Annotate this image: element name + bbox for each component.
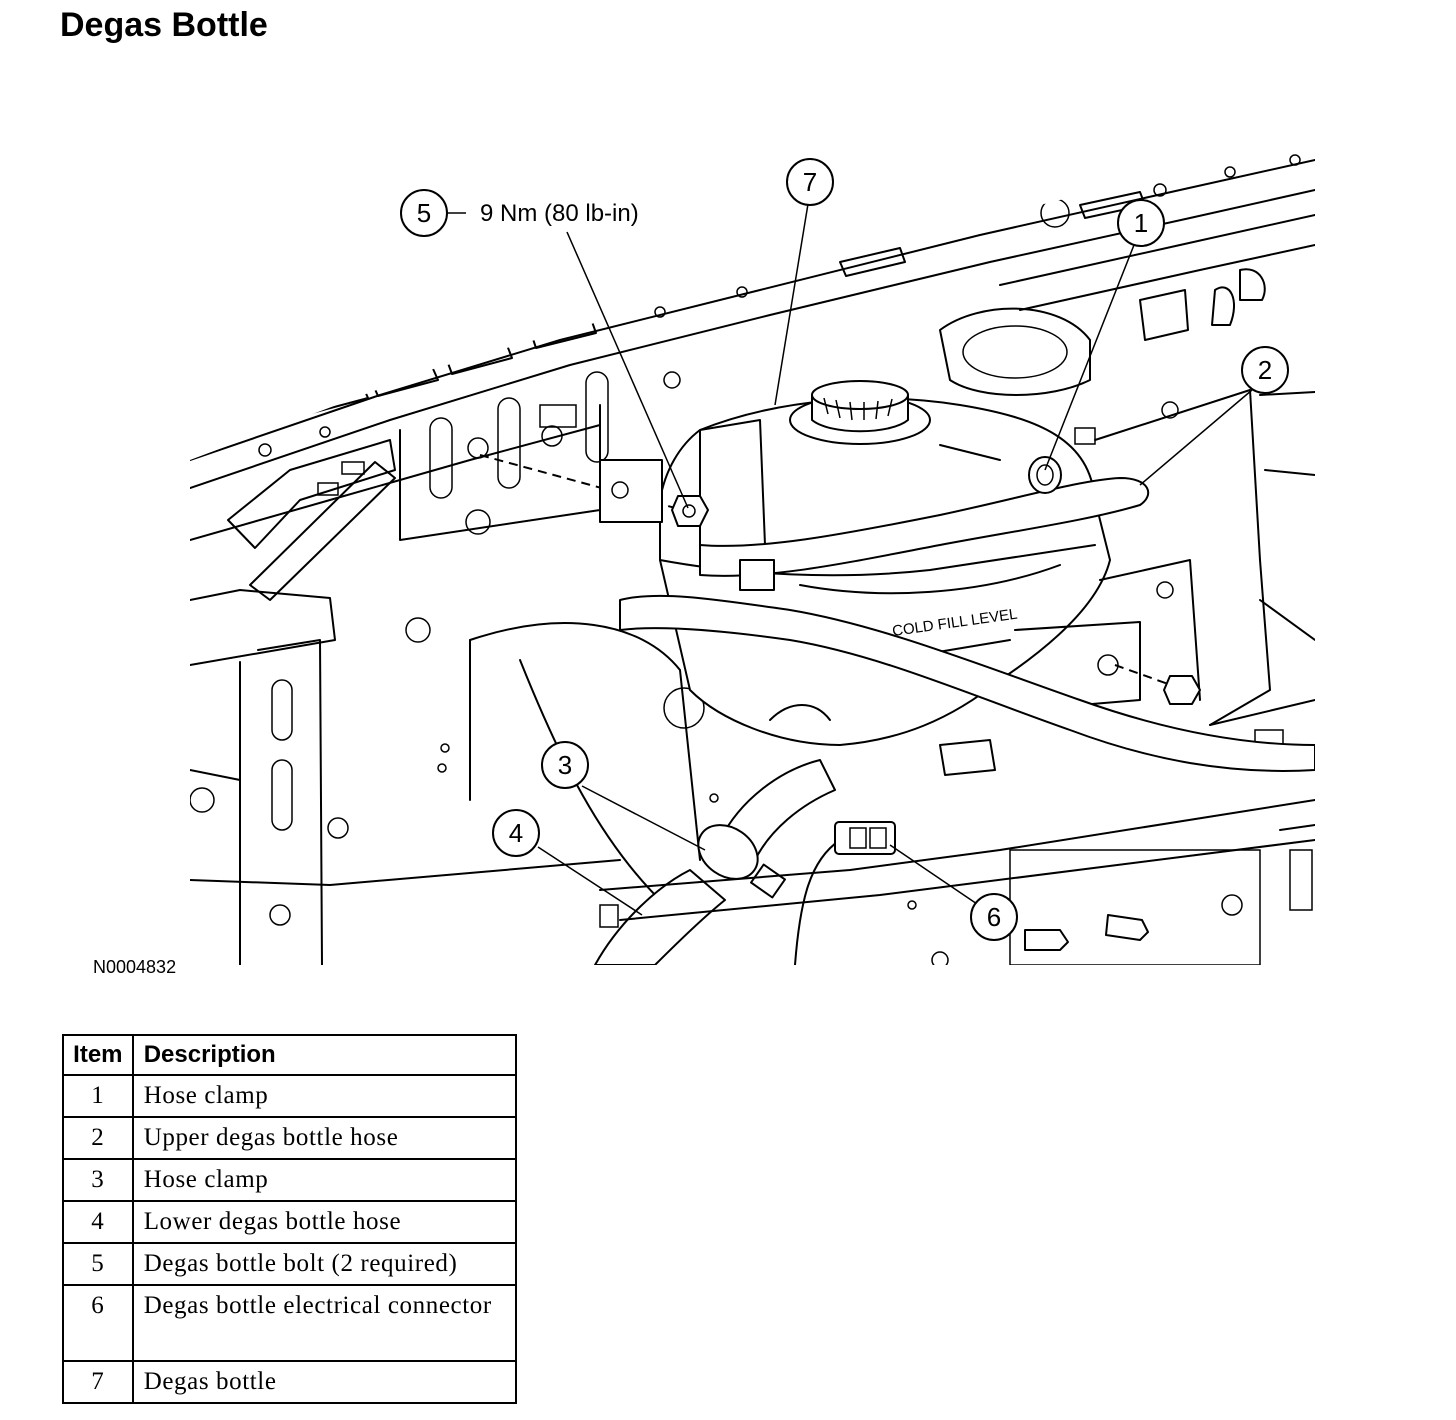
item-number: 7 [62, 1360, 134, 1404]
table-row: 4 Lower degas bottle hose [62, 1200, 518, 1244]
degas-bottle-bolt [479, 454, 1201, 705]
callout-5: 5 [400, 189, 448, 237]
degas-bottle-cap [789, 380, 931, 445]
callout-1: 1 [1117, 199, 1165, 247]
table-row: 5 Degas bottle bolt (2 required) [62, 1242, 518, 1286]
table-row: 6 Degas bottle electrical connector [62, 1284, 518, 1362]
table-header-row: Item Description [62, 1034, 518, 1076]
item-number: 2 [62, 1116, 134, 1160]
item-number: 5 [62, 1242, 134, 1286]
svg-text:7: 7 [803, 167, 817, 197]
figure-id: N0004832 [93, 957, 176, 977]
hose-clamp-3 [697, 824, 786, 899]
svg-text:4: 4 [509, 818, 523, 848]
degas-bottle-electrical-connector [794, 739, 996, 965]
callout-4: 4 [492, 809, 540, 857]
torque-spec: 9 Nm (80 lb-in) [480, 200, 639, 227]
item-description: Degas bottle [131, 1360, 518, 1404]
table-row: 2 Upper degas bottle hose [62, 1116, 518, 1160]
callout-6: 6 [970, 893, 1018, 941]
table-row: 7 Degas bottle [62, 1360, 518, 1404]
svg-text:5: 5 [417, 198, 431, 228]
callout-3: 3 [541, 741, 589, 789]
table-row: 1 Hose clamp [62, 1074, 518, 1118]
svg-text:2: 2 [1258, 355, 1272, 385]
upper-degas-bottle-hose [619, 477, 1315, 772]
engine-compartment-drawing: COLD FILL LEVEL [190, 154, 1315, 965]
item-number: 6 [62, 1284, 134, 1362]
item-description: Degas bottle electrical connector [131, 1284, 518, 1362]
item-number: 1 [62, 1074, 134, 1118]
degas-bottle-diagram: COLD FILL LEVEL [93, 154, 1315, 977]
table-row: 3 Hose clamp [62, 1158, 518, 1202]
degas-bottle: COLD FILL LEVEL [659, 380, 1111, 746]
item-description: Lower degas bottle hose [131, 1200, 518, 1244]
callout-leaders [447, 203, 1253, 916]
hose-clamp-1 [939, 444, 1062, 494]
svg-text:3: 3 [558, 750, 572, 780]
item-description: Hose clamp [131, 1158, 518, 1202]
item-column-header: Item [62, 1034, 134, 1076]
item-description: Hose clamp [131, 1074, 518, 1118]
lower-degas-bottle-hose [594, 704, 836, 965]
svg-text:1: 1 [1134, 208, 1148, 238]
description-column-header: Description [131, 1034, 518, 1076]
callout-2: 2 [1241, 346, 1289, 394]
parts-legend-table: Item Description 1 Hose clamp 2 Upper de… [62, 1034, 518, 1404]
callout-7: 7 [786, 158, 834, 206]
item-description: Upper degas bottle hose [131, 1116, 518, 1160]
item-description: Degas bottle bolt (2 required) [131, 1242, 518, 1286]
page-title: Degas Bottle [60, 6, 268, 44]
item-number: 3 [62, 1158, 134, 1202]
svg-text:6: 6 [987, 902, 1001, 932]
item-number: 4 [62, 1200, 134, 1244]
